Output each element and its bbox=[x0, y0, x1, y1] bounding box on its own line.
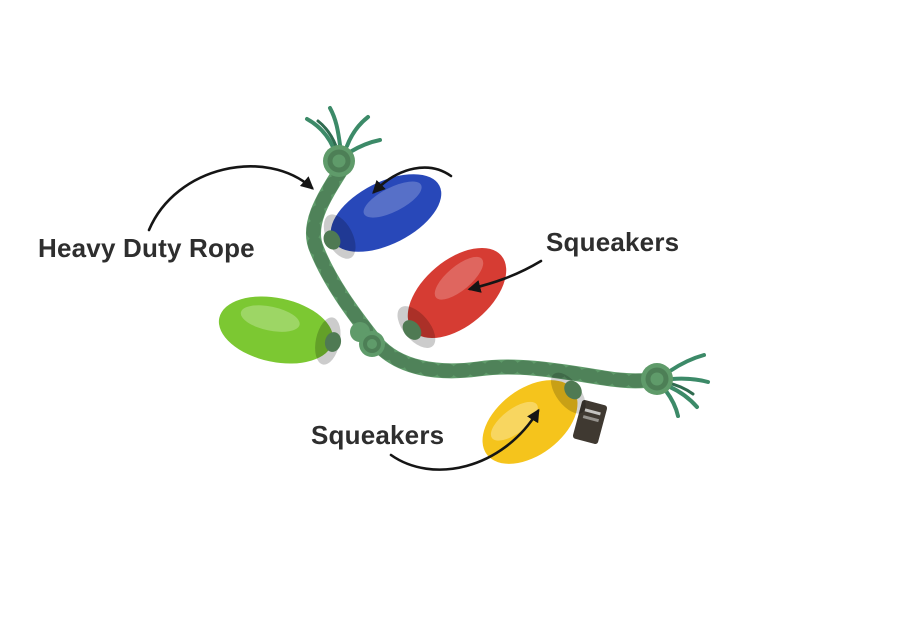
knot-ring-right bbox=[645, 367, 669, 391]
joint-knot-body bbox=[359, 331, 385, 357]
blue-bulb-highlight bbox=[363, 181, 422, 218]
red-bulb-body bbox=[407, 247, 507, 339]
red-squeaker-annotation-arrow bbox=[467, 259, 543, 293]
yellow-bulb-highlight bbox=[490, 401, 538, 441]
rope-twist-texture bbox=[306, 163, 664, 388]
rope-fringe-left-dark bbox=[316, 119, 338, 148]
brand-tag bbox=[572, 399, 608, 445]
rope-fringe-left bbox=[305, 106, 382, 154]
rope-fringe-right bbox=[664, 353, 710, 418]
blue-squeaker-annotation-arrow bbox=[372, 166, 453, 194]
red-bulb-highlight bbox=[434, 256, 484, 300]
rope-annotation-arrow bbox=[147, 165, 314, 232]
squeakers-bottom-label: Squeakers bbox=[311, 420, 445, 450]
yellow-squeaker-annotation-arrow bbox=[389, 408, 540, 471]
knot-ring-left bbox=[327, 149, 351, 173]
rope-joint-knot bbox=[350, 322, 385, 357]
rope-label: Heavy Duty Rope bbox=[38, 233, 255, 263]
rope-knot-left bbox=[305, 106, 382, 177]
joint-knot-ring bbox=[363, 335, 381, 353]
squeakers-right-label: Squeakers bbox=[546, 227, 680, 257]
rope-strand bbox=[305, 162, 665, 389]
red-bulb bbox=[397, 247, 507, 348]
yellow-bulb-wrap bbox=[564, 380, 582, 400]
knot-body-right bbox=[641, 363, 673, 395]
green-bulb-wrap bbox=[324, 332, 342, 352]
knot-body-left bbox=[323, 145, 355, 177]
rope bbox=[305, 162, 665, 389]
red-bulb-wrap bbox=[402, 320, 422, 340]
annotation-arrows bbox=[147, 165, 543, 471]
green-bulb bbox=[218, 296, 342, 365]
brand-tag-text-line bbox=[582, 415, 600, 423]
blue-bulb bbox=[323, 174, 442, 259]
green-bulb-body bbox=[218, 296, 334, 364]
brand-tag-logo bbox=[584, 408, 601, 416]
brand-tag-body bbox=[572, 399, 608, 445]
blue-bulb-wrap bbox=[323, 230, 341, 250]
blue-bulb-body bbox=[330, 174, 442, 252]
green-bulb-highlight bbox=[240, 305, 300, 332]
rope-knot-right bbox=[641, 353, 710, 418]
